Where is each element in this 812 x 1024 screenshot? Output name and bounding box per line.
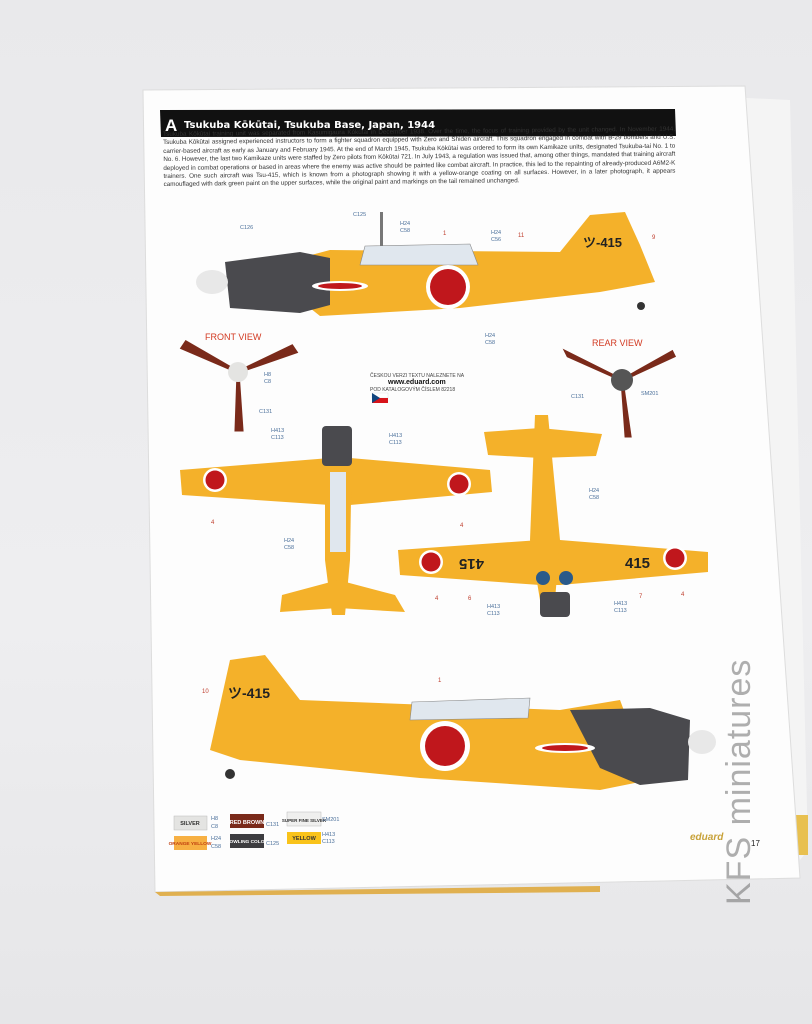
svg-text:C58: C58: [589, 495, 599, 501]
svg-text:C8: C8: [264, 379, 271, 385]
eduard-logo: eduard: [690, 832, 724, 843]
svg-text:ORANGE YELLOW: ORANGE YELLOW: [169, 841, 212, 847]
svg-text:www.eduard.com: www.eduard.com: [387, 379, 446, 386]
svg-text:RED BROWN: RED BROWN: [230, 820, 265, 826]
page-number: 17: [751, 839, 760, 848]
svg-text:4: 4: [211, 520, 215, 526]
svg-text:H413: H413: [271, 428, 284, 434]
svg-text:SM201: SM201: [322, 817, 339, 823]
svg-text:H24: H24: [211, 836, 221, 842]
svg-text:1: 1: [438, 678, 442, 684]
svg-text:SILVER: SILVER: [180, 821, 199, 827]
svg-text:SM201: SM201: [641, 391, 658, 397]
side-view-left: ツ-415: [196, 212, 655, 316]
svg-text:4: 4: [435, 596, 439, 602]
bottom-view: 415 415: [398, 415, 708, 617]
svg-text:YELLOW: YELLOW: [292, 836, 316, 842]
scheme-letter: A: [165, 116, 177, 135]
tail-code-2: ツ-415: [228, 685, 270, 701]
rear-view-propeller: [562, 348, 677, 438]
svg-text:COWLING COLOR: COWLING COLOR: [226, 839, 268, 845]
svg-text:6: 6: [468, 596, 472, 602]
svg-text:9: 9: [652, 235, 656, 241]
svg-text:C58: C58: [400, 228, 410, 234]
svg-text:H24: H24: [491, 230, 501, 236]
page-tab: [795, 815, 808, 855]
svg-text:C125: C125: [353, 212, 366, 218]
svg-text:C58: C58: [211, 844, 221, 850]
wing-code-right: 415: [625, 555, 650, 572]
svg-text:H8: H8: [211, 816, 218, 822]
svg-text:H413: H413: [322, 832, 335, 838]
svg-text:C126: C126: [240, 225, 253, 231]
side-view-right: ツ-415: [210, 655, 716, 790]
scheme-title: Tsukuba Kōkūtai, Tsukuba Base, Japan, 19…: [184, 120, 435, 131]
wing-code-left: 415: [459, 555, 484, 572]
svg-text:1: 1: [443, 231, 447, 237]
svg-text:C131: C131: [266, 822, 279, 828]
title-bar: [160, 109, 676, 137]
svg-text:C58: C58: [284, 545, 294, 551]
svg-text:H24: H24: [589, 488, 599, 494]
czech-note: ČESKOU VERZI TEXTU NALEZNETE NA www.edua…: [370, 372, 465, 403]
svg-text:H24: H24: [400, 221, 410, 227]
svg-text:10: 10: [202, 689, 209, 695]
svg-text:4: 4: [460, 523, 464, 529]
svg-text:POD KATALOGOVÝM ČÍSLEM 82218: POD KATALOGOVÝM ČÍSLEM 82218: [370, 386, 455, 393]
czech-flag-icon: [371, 392, 389, 403]
svg-text:C58: C58: [485, 340, 495, 346]
svg-text:11: 11: [518, 233, 525, 239]
svg-text:H413: H413: [614, 601, 627, 607]
svg-text:4: 4: [681, 592, 685, 598]
svg-text:C131: C131: [571, 394, 584, 400]
tail-code: ツ-415: [583, 235, 622, 250]
svg-text:7: 7: [639, 594, 643, 600]
scheme-description: Tsukuba Kōkūtai training unit was separa…: [163, 125, 676, 189]
svg-text:C113: C113: [271, 435, 284, 441]
svg-text:H24: H24: [284, 538, 294, 544]
svg-text:C8: C8: [211, 824, 218, 830]
watermark: KFS miniatures: [720, 658, 758, 905]
svg-text:C131: C131: [259, 409, 272, 415]
svg-text:C125: C125: [266, 841, 279, 847]
svg-text:C113: C113: [389, 440, 402, 446]
svg-text:H413: H413: [389, 433, 402, 439]
svg-text:SUPER FINE SILVER: SUPER FINE SILVER: [282, 818, 327, 823]
svg-text:H8: H8: [264, 372, 271, 378]
top-view: [180, 426, 492, 615]
front-view-propeller: [179, 339, 299, 432]
front-view-label: FRONT VIEW: [205, 332, 262, 342]
rear-view-label: REAR VIEW: [592, 338, 643, 348]
page-edge: [155, 886, 600, 896]
svg-text:H24: H24: [485, 333, 495, 339]
svg-text:C113: C113: [614, 608, 627, 614]
svg-text:C113: C113: [487, 611, 500, 617]
svg-text:C113: C113: [322, 839, 335, 845]
svg-text:ČESKOU VERZI TEXTU NALEZNETE N: ČESKOU VERZI TEXTU NALEZNETE NA: [370, 372, 465, 379]
svg-text:C56: C56: [491, 237, 501, 243]
svg-text:H413: H413: [487, 604, 500, 610]
